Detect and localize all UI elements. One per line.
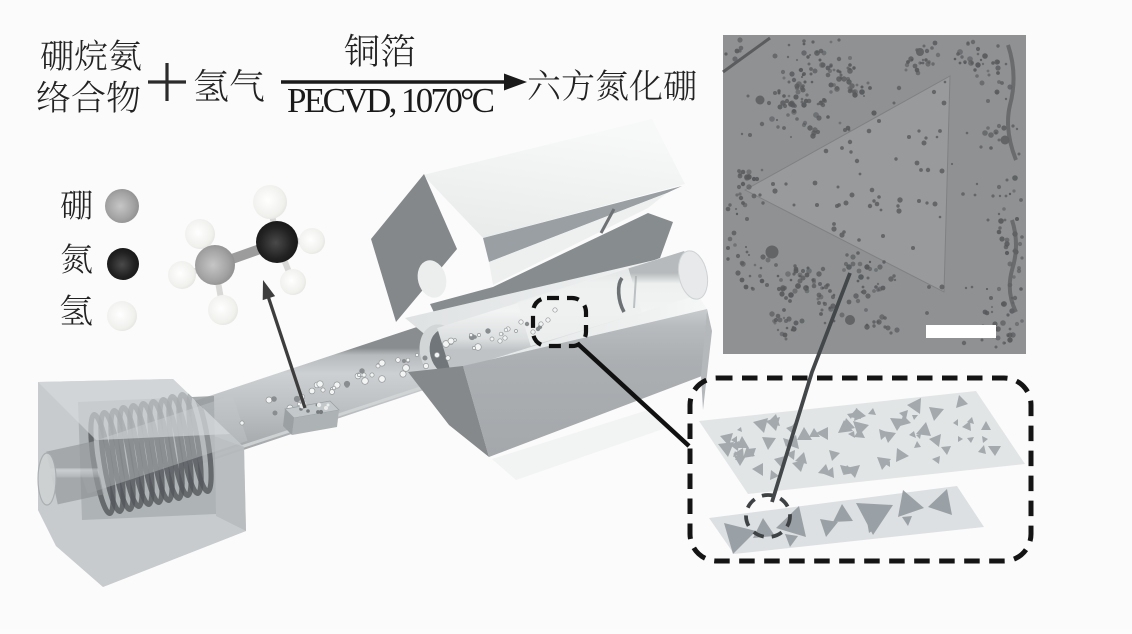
- svg-text:PECVD, 1070°C: PECVD, 1070°C: [287, 81, 495, 120]
